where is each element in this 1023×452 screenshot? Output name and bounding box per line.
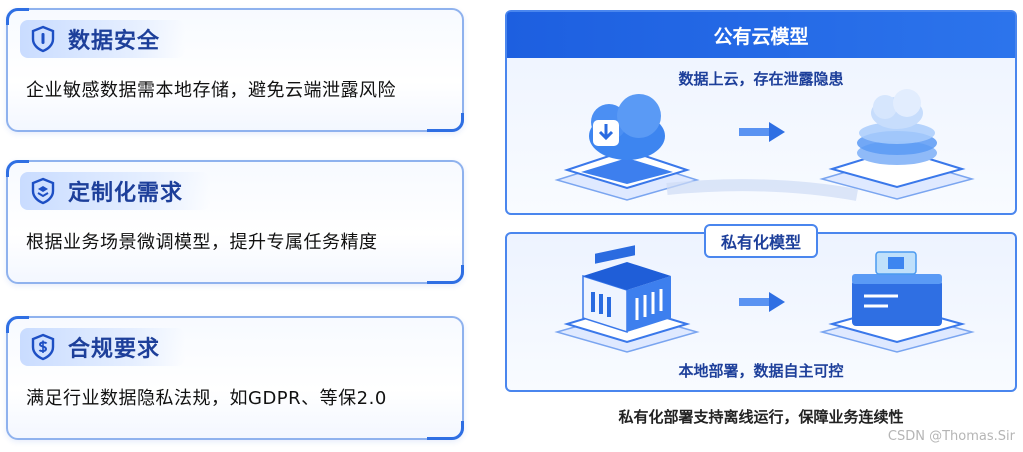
cloud-upload-icon bbox=[554, 94, 700, 201]
feature-title-pill: 合规要求 bbox=[20, 328, 185, 366]
watermark: CSDN @Thomas.Sir bbox=[887, 429, 1015, 444]
private-model-tag: 私有化模型 bbox=[704, 224, 818, 258]
public-cloud-header: 公有云模型 bbox=[507, 12, 1015, 58]
feature-title: 定制化需求 bbox=[68, 181, 184, 206]
card-corner-decoration bbox=[6, 160, 29, 177]
feature-title: 数据安全 bbox=[68, 29, 161, 54]
local-server-icon bbox=[554, 245, 700, 353]
arrow-right-icon bbox=[739, 122, 785, 142]
secure-chip-server-icon bbox=[819, 251, 975, 353]
feature-card-customization: 定制化需求 根据业务场景微调模型，提升专属任务精度 bbox=[6, 160, 464, 284]
private-model-caption: 本地部署，数据自主可控 bbox=[678, 362, 844, 380]
public-cloud-subtitle: 数据上云，存在泄露隐患 bbox=[678, 70, 844, 88]
feature-description: 满足行业数据隐私法规，如GDPR、等保2.0 bbox=[26, 388, 387, 409]
card-corner-decoration bbox=[6, 316, 29, 333]
dollar-shield-icon bbox=[30, 333, 56, 361]
card-corner-decoration bbox=[427, 265, 464, 284]
arrow-right-icon bbox=[739, 292, 785, 312]
feature-description: 企业敏感数据需本地存储，避免云端泄露风险 bbox=[26, 80, 396, 101]
private-model-panel: 私有化模型 本地部署，数据自主可控 bbox=[505, 224, 1017, 392]
info-shield-icon bbox=[30, 25, 56, 53]
card-corner-decoration bbox=[6, 8, 29, 25]
feature-card-data-security: 数据安全 企业敏感数据需本地存储，避免云端泄露风险 bbox=[6, 8, 464, 132]
layers-shield-icon bbox=[30, 177, 56, 205]
cloud-database-icon bbox=[819, 89, 975, 200]
sweep-arrow-decoration bbox=[666, 179, 859, 201]
card-corner-decoration bbox=[427, 113, 464, 132]
feature-title: 合规要求 bbox=[68, 337, 161, 362]
feature-title-pill: 定制化需求 bbox=[20, 172, 210, 210]
feature-title-pill: 数据安全 bbox=[20, 20, 185, 58]
feature-description: 根据业务场景微调模型，提升专属任务精度 bbox=[26, 232, 378, 253]
card-corner-decoration bbox=[427, 421, 464, 440]
public-cloud-panel: 公有云模型 数据上云，存在泄露隐患 bbox=[505, 10, 1017, 215]
footer-note: 私有化部署支持离线运行，保障业务连续性 bbox=[618, 408, 904, 426]
feature-card-compliance: 合规要求 满足行业数据隐私法规，如GDPR、等保2.0 bbox=[6, 316, 464, 440]
